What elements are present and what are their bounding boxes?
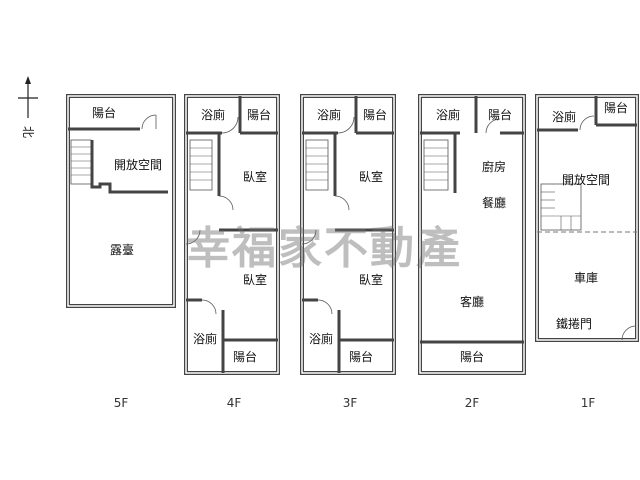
room-label: 開放空間 xyxy=(562,172,610,187)
floor-3f-door-icon xyxy=(337,116,355,134)
room-label: 臥室 xyxy=(359,272,383,287)
floor-label-1f: 1F xyxy=(581,396,596,410)
room-label: 陽台 xyxy=(460,349,484,364)
floor-label-5f: 5F xyxy=(114,396,129,410)
room-label: 臥室 xyxy=(243,169,267,184)
floor-5f-stair-icon xyxy=(70,139,92,185)
room-label: 浴廁 xyxy=(201,107,225,122)
compass-arrow-icon xyxy=(25,76,31,84)
floor-3f-door-icon xyxy=(317,299,333,315)
room-label: 陽台 xyxy=(488,107,512,122)
floor-1f-outer-wall xyxy=(535,94,639,342)
floor-1f-stair-icon xyxy=(540,183,582,231)
floor-1f: 浴廁 陽台 開放空間 車庫 鐵捲門 xyxy=(535,94,639,342)
room-label: 浴廁 xyxy=(309,331,333,346)
floor-5f-door-icon xyxy=(141,114,157,130)
floor-3f-door-icon xyxy=(334,195,350,211)
room-label: 露臺 xyxy=(110,242,134,257)
room-label: 臥室 xyxy=(243,272,267,287)
watermark: 幸福家不動產 xyxy=(186,223,462,274)
room-label: 浴廁 xyxy=(317,107,341,122)
floor-5f-wall xyxy=(90,140,168,194)
floor-1f-door-icon xyxy=(621,325,637,341)
floor-4f-door-icon xyxy=(201,299,217,315)
room-label: 陽台 xyxy=(233,349,257,364)
room-label: 臥室 xyxy=(359,169,383,184)
room-label: 餐廳 xyxy=(482,195,506,210)
room-label: 陽台 xyxy=(604,100,628,115)
room-label: 浴廁 xyxy=(552,109,576,124)
room-label: 客廳 xyxy=(460,294,484,309)
floor-label-3f: 3F xyxy=(343,396,358,410)
floor-2f-door-icon xyxy=(485,118,501,134)
floor-5f: 陽台 開放空間 露臺 xyxy=(66,94,176,308)
room-label: 開放空間 xyxy=(114,157,162,172)
room-label: 陽台 xyxy=(363,107,387,122)
compass-north-label: 北 xyxy=(21,126,35,138)
room-label: 浴廁 xyxy=(436,107,460,122)
floor-2f-stair-icon xyxy=(423,139,449,191)
room-label: 廚房 xyxy=(482,159,506,174)
north-compass: 北 xyxy=(18,76,38,138)
floor-4f-stair-icon xyxy=(189,139,213,191)
floor-label-4f: 4F xyxy=(227,396,242,410)
floor-1f-door-icon xyxy=(579,115,595,131)
floor-4f-door-icon xyxy=(221,116,239,134)
floor-3f-stair-icon xyxy=(305,139,329,191)
floor-label-2f: 2F xyxy=(465,396,480,410)
room-label: 陽台 xyxy=(247,107,271,122)
floor-4f-door-icon xyxy=(218,195,234,211)
room-label: 陽台 xyxy=(349,349,373,364)
room-label: 陽台 xyxy=(92,105,116,120)
floor-4f: 浴廁 陽台 臥室 臥室 浴廁 陽台 xyxy=(184,94,280,375)
room-label: 車庫 xyxy=(574,271,598,285)
room-label: 鐵捲門 xyxy=(556,316,592,331)
floor-2f: 浴廁 陽台 廚房 餐廳 客廳 陽台 xyxy=(418,94,526,375)
room-label: 浴廁 xyxy=(193,331,217,346)
floor-3f: 浴廁 陽台 臥室 臥室 浴廁 陽台 xyxy=(300,94,396,375)
